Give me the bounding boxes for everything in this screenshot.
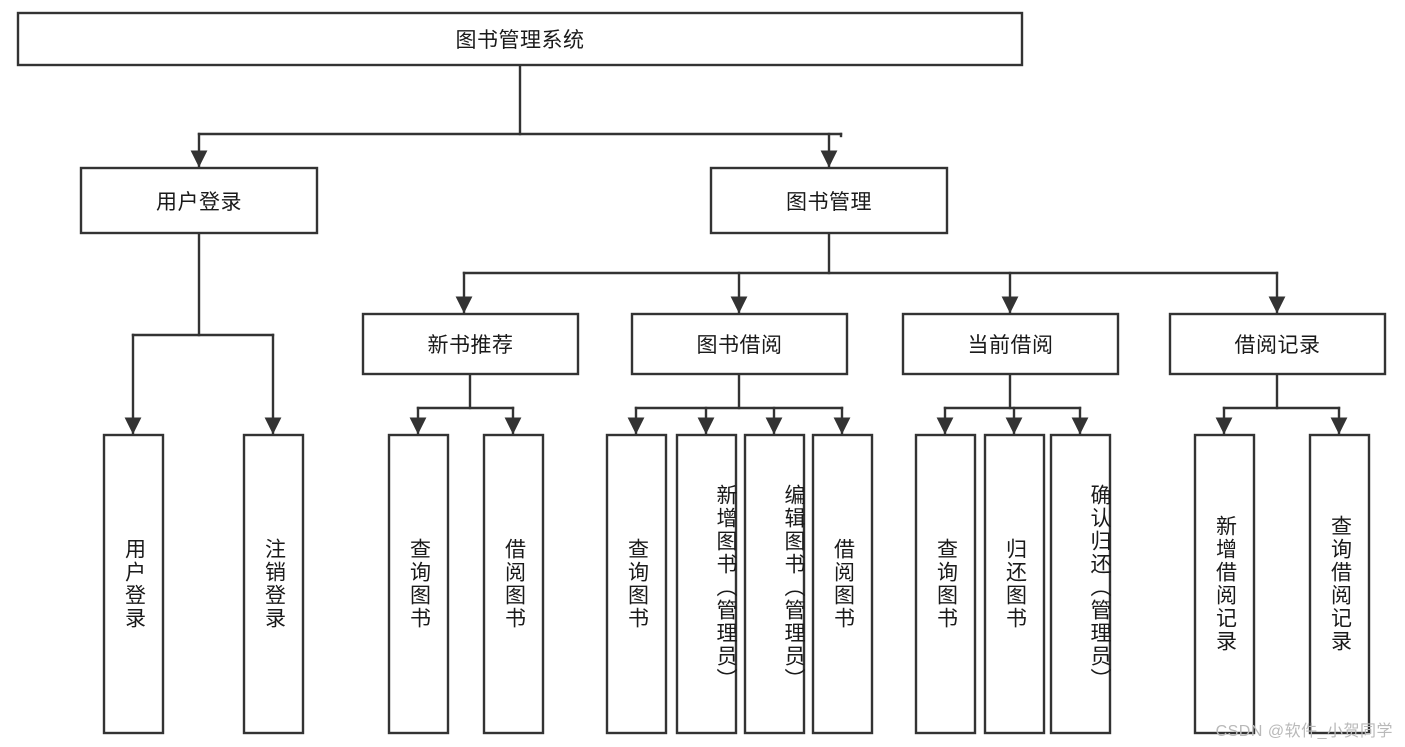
node-box-book-management[interactable] bbox=[709, 166, 949, 235]
node-box-leaf-13[interactable] bbox=[1308, 433, 1371, 735]
node-box-leaf-8[interactable] bbox=[811, 433, 874, 735]
edge-group-new-books bbox=[409, 372, 522, 435]
edge-group-root bbox=[190, 63, 843, 168]
node-box-leaf-12[interactable] bbox=[1193, 433, 1256, 735]
node-box-leaf-7[interactable] bbox=[743, 433, 806, 735]
node-box-leaf-11[interactable] bbox=[1049, 433, 1112, 735]
node-box-leaf-2[interactable] bbox=[242, 433, 305, 735]
node-box-current-borrow[interactable] bbox=[901, 312, 1120, 376]
node-box-new-book-recommend[interactable] bbox=[361, 312, 580, 376]
node-box-leaf-10[interactable] bbox=[983, 433, 1046, 735]
edge-group-user-login bbox=[124, 231, 282, 435]
node-box-book-borrow[interactable] bbox=[630, 312, 849, 376]
edge-group-book-mgmt bbox=[455, 231, 1286, 314]
edge-group-borrow-records bbox=[1215, 372, 1348, 435]
node-box-leaf-6[interactable] bbox=[675, 433, 738, 735]
node-box-user-login[interactable] bbox=[79, 166, 319, 235]
node-box-leaf-9[interactable] bbox=[914, 433, 977, 735]
node-box-leaf-5[interactable] bbox=[605, 433, 668, 735]
node-box-borrow-records[interactable] bbox=[1168, 312, 1387, 376]
node-box-leaf-1[interactable] bbox=[102, 433, 165, 735]
edge-group-borrow-books bbox=[627, 372, 851, 435]
node-box-leaf-4[interactable] bbox=[482, 433, 545, 735]
watermark-text: CSDN @软件_小贺同学 bbox=[1215, 723, 1393, 740]
node-box-leaf-3[interactable] bbox=[387, 433, 450, 735]
edge-group-current-borrow bbox=[936, 372, 1089, 435]
node-box-root[interactable] bbox=[16, 11, 1024, 67]
